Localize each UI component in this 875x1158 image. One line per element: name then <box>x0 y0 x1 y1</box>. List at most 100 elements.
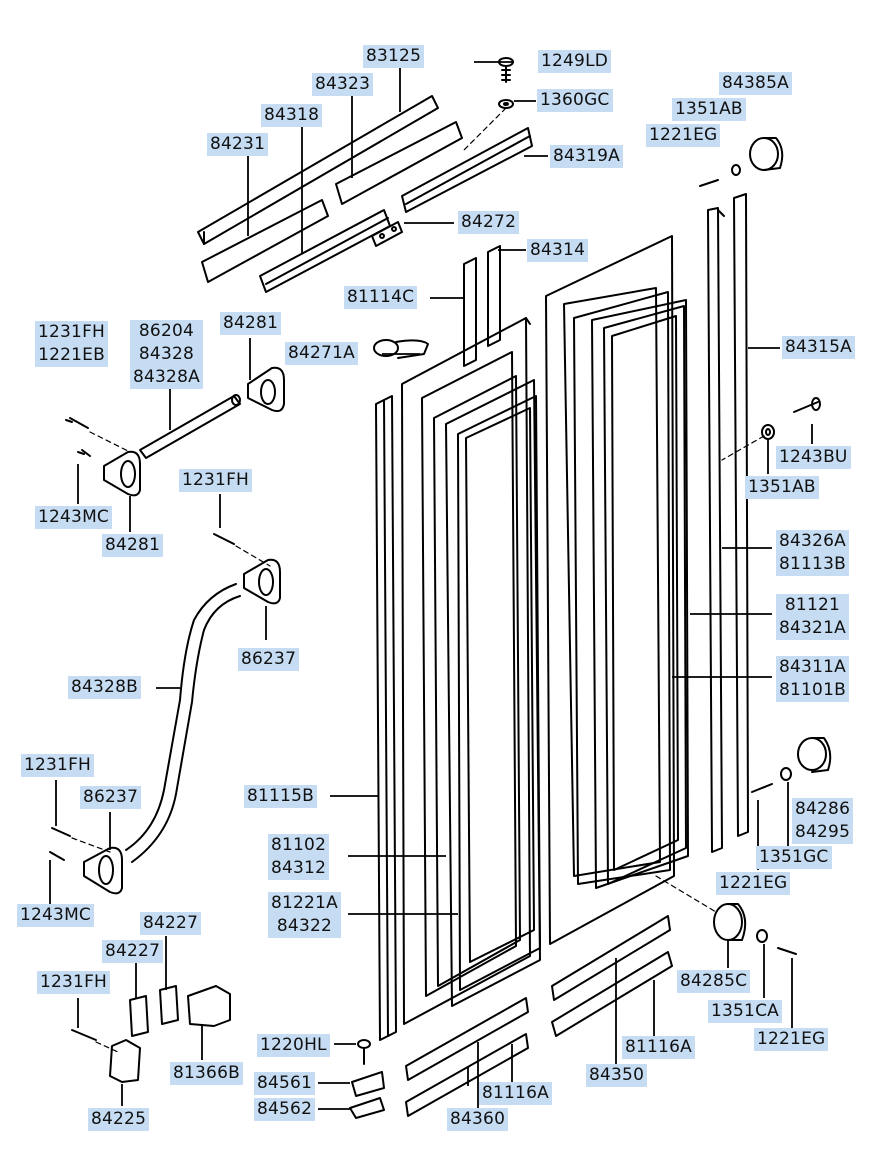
callout-text: 86237 <box>83 787 139 807</box>
callout-84227-a[interactable]: 84227 <box>140 912 202 935</box>
callout-84385A[interactable]: 84385A <box>719 72 792 95</box>
door-panel-right <box>545 235 689 945</box>
callout-text: 84561 <box>257 1073 313 1093</box>
callout-text: 81113B <box>779 554 846 574</box>
bracket-84227-b <box>159 985 179 1025</box>
washer-1351CA <box>756 929 768 943</box>
callout-text: 84385A <box>722 73 789 93</box>
callout-text: 81221A <box>271 893 338 913</box>
callout-1351GC[interactable]: 1351GC <box>756 846 832 869</box>
bracket-84225 <box>109 1039 141 1083</box>
callout-1249LD[interactable]: 1249LD <box>538 50 612 73</box>
callout-text: 1231FH <box>182 470 250 490</box>
callout-text: 1249LD <box>541 51 609 71</box>
callout-1351AB-mid[interactable]: 1351AB <box>745 476 819 499</box>
callout-text: 1351AB <box>748 477 816 497</box>
callout-84350[interactable]: 84350 <box>586 1064 648 1087</box>
callout-1243MC-upper[interactable]: 1243MC <box>35 506 113 529</box>
callout-text: 84328A <box>133 367 200 387</box>
callout-86237-lower[interactable]: 86237 <box>80 786 142 809</box>
trim-strip-84323 <box>335 121 463 205</box>
callout-84326A-81113B[interactable]: 84326A 81113B <box>776 530 849 576</box>
callout-1221EG-mid[interactable]: 1221EG <box>716 872 791 895</box>
callout-text: 81116A <box>625 1037 692 1057</box>
callout-84272[interactable]: 84272 <box>458 211 520 234</box>
callout-text: 84322 <box>276 916 332 936</box>
callout-84323[interactable]: 84323 <box>312 73 374 96</box>
callout-84562[interactable]: 84562 <box>254 1098 316 1121</box>
callout-text: 84326A <box>779 531 846 551</box>
callout-text: 1243BU <box>779 447 848 467</box>
callout-text: 1220HL <box>260 1035 327 1055</box>
callout-text: 84281 <box>223 313 279 333</box>
callout-84231[interactable]: 84231 <box>207 133 269 156</box>
callout-84328B[interactable]: 84328B <box>68 676 141 699</box>
block-81366B <box>187 985 231 1027</box>
callout-84315A[interactable]: 84315A <box>782 336 855 359</box>
callout-84285C[interactable]: 84285C <box>677 970 751 993</box>
callout-text: 1351GC <box>759 847 829 867</box>
callout-text: 84271A <box>288 343 355 363</box>
callout-81366B[interactable]: 81366B <box>170 1062 243 1085</box>
pad-84562 <box>349 1097 385 1119</box>
callout-1220HL[interactable]: 1220HL <box>257 1034 330 1057</box>
callout-1243BU[interactable]: 1243BU <box>776 446 851 469</box>
callout-84314[interactable]: 84314 <box>527 239 589 262</box>
callout-81121-84321A[interactable]: 81121 84321A <box>776 594 849 640</box>
callout-83125[interactable]: 83125 <box>363 45 425 68</box>
callout-text: 84350 <box>589 1065 645 1085</box>
bracket-84227-a <box>129 995 149 1037</box>
callout-1221EG-bot[interactable]: 1221EG <box>754 1028 829 1051</box>
callout-text: 1351CA <box>711 1001 779 1021</box>
callout-81116A-right[interactable]: 81116A <box>622 1036 695 1059</box>
callout-81116A-left[interactable]: 81116A <box>479 1082 552 1105</box>
screws-left-lower <box>49 533 235 861</box>
callout-text: 84321A <box>779 618 846 638</box>
callout-1221EG-top[interactable]: 1221EG <box>646 124 721 147</box>
callout-text: 84285C <box>680 971 748 991</box>
callout-84318[interactable]: 84318 <box>261 104 323 127</box>
callout-84281-upper[interactable]: 84281 <box>220 312 282 335</box>
callout-84281-lower[interactable]: 84281 <box>102 534 164 557</box>
screw-1243BU <box>793 397 821 413</box>
callout-81114C[interactable]: 81114C <box>344 286 418 309</box>
callout-text: 84227 <box>105 941 161 961</box>
callout-text: 84231 <box>210 134 266 154</box>
callout-86237-upper[interactable]: 86237 <box>238 648 300 671</box>
callout-1351AB-top[interactable]: 1351AB <box>672 98 746 121</box>
callout-81221A-84322[interactable]: 81221A 84322 <box>268 892 341 938</box>
callout-1360GC[interactable]: 1360GC <box>537 89 613 112</box>
callout-1243MC-lower[interactable]: 1243MC <box>17 904 95 927</box>
callout-84360[interactable]: 84360 <box>447 1108 509 1131</box>
callout-text: 1360GC <box>540 90 610 110</box>
washer-1351GC <box>780 767 792 781</box>
trim-strip-83125 <box>197 95 439 245</box>
callout-84561[interactable]: 84561 <box>254 1072 316 1095</box>
callout-84227-b[interactable]: 84227 <box>102 940 164 963</box>
clip-84561 <box>351 1071 385 1097</box>
callout-84319A[interactable]: 84319A <box>550 145 623 168</box>
callout-text: 86204 <box>138 321 194 341</box>
washer-1351AB-top <box>731 164 741 176</box>
callout-1231FH-b[interactable]: 1231FH <box>179 469 253 492</box>
callout-84225[interactable]: 84225 <box>88 1108 150 1131</box>
callout-1351CA[interactable]: 1351CA <box>708 1000 782 1023</box>
callout-text: 1231FH <box>40 972 108 992</box>
callout-text: 81114C <box>347 287 415 307</box>
callout-1231FH-d[interactable]: 1231FH <box>37 971 111 994</box>
callout-81115B[interactable]: 81115B <box>244 785 317 808</box>
callout-text: 84323 <box>315 74 371 94</box>
callout-84271A[interactable]: 84271A <box>285 342 358 365</box>
trim-strip-84231 <box>201 199 329 283</box>
hinge-84281-lower <box>103 450 141 497</box>
hinge-rod-84328 <box>139 394 241 459</box>
callout-text: 81121 <box>784 595 840 615</box>
callout-1231FH-c[interactable]: 1231FH <box>21 754 95 777</box>
screw-1220HL <box>357 1039 371 1065</box>
